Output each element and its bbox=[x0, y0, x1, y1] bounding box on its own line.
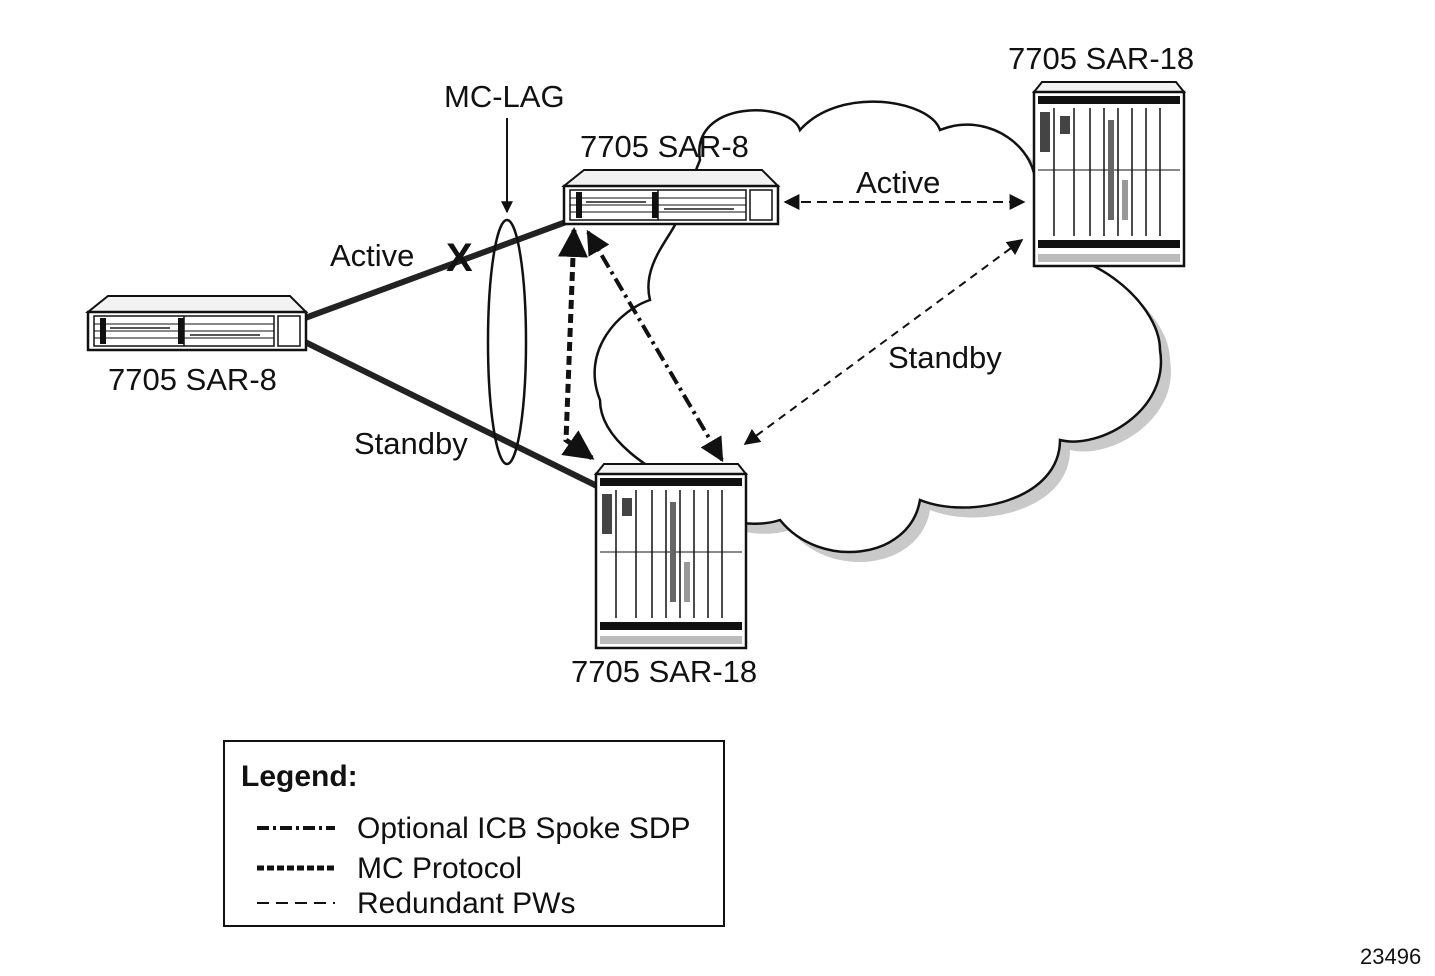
pw-standby-link bbox=[743, 239, 1024, 445]
dash-dot-line-swatch bbox=[257, 826, 335, 830]
legend-item-mc-protocol: MC Protocol bbox=[255, 852, 715, 888]
node-label-top-sar8: 7705 SAR-8 bbox=[580, 129, 749, 164]
legend-item-label: Optional ICB Spoke SDP bbox=[357, 812, 691, 845]
left-sar8-chassis bbox=[85, 295, 309, 352]
right-sar18-chassis bbox=[1031, 81, 1187, 268]
left-active-label: Active bbox=[330, 238, 415, 273]
active-link bbox=[303, 219, 568, 321]
legend-item-label: MC Protocol bbox=[357, 852, 523, 885]
legend-title: Legend: bbox=[241, 760, 358, 793]
top-sar8-chassis bbox=[561, 169, 781, 226]
dashed-line-swatch bbox=[257, 902, 335, 904]
legend-item-icb-spoke-sdp: Optional ICB Spoke SDP bbox=[255, 812, 715, 848]
mc-lag-label: MC-LAG bbox=[444, 79, 565, 114]
legend: Legend: Optional ICB Spoke SDP MC Protoc… bbox=[223, 740, 725, 927]
mc-lag-ellipse bbox=[486, 218, 528, 466]
pw-active-label: Active bbox=[856, 165, 941, 200]
legend-item-redundant-pws: Redundant PWs bbox=[255, 887, 715, 923]
failure-x-icon: X bbox=[446, 236, 473, 280]
figure-number: 23496 bbox=[1360, 944, 1422, 969]
mc-protocol-link bbox=[557, 227, 595, 461]
standby-link bbox=[303, 339, 599, 489]
pw-standby-label: Standby bbox=[888, 340, 1002, 375]
node-label-right-sar18: 7705 SAR-18 bbox=[1008, 41, 1195, 76]
icb-spoke-sdp-link bbox=[586, 229, 724, 463]
left-standby-label: Standby bbox=[354, 426, 468, 461]
bottom-sar18-chassis bbox=[593, 463, 749, 650]
heavy-dashed-line-swatch bbox=[257, 865, 335, 871]
node-label-left-sar8: 7705 SAR-8 bbox=[108, 362, 277, 397]
node-label-bottom-sar18: 7705 SAR-18 bbox=[571, 654, 758, 689]
legend-item-label: Redundant PWs bbox=[357, 887, 576, 920]
